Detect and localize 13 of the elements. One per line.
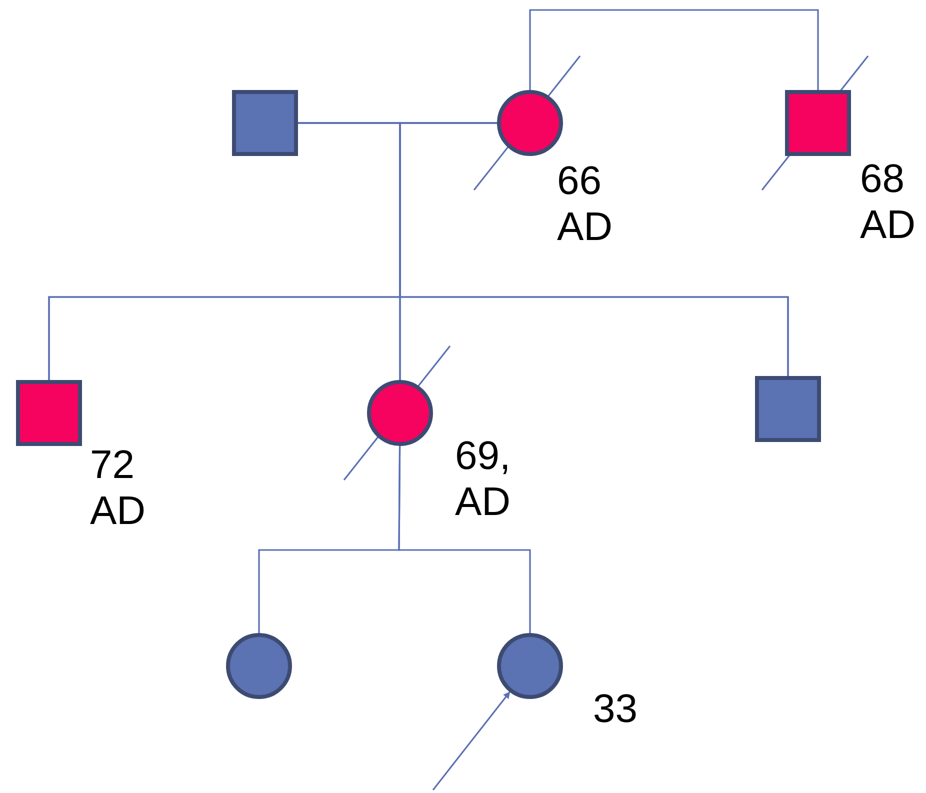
pedigree-line — [399, 122, 789, 376]
deceased-square-symbol — [785, 90, 851, 156]
square-symbol — [232, 90, 298, 156]
age-annotation: 68 AD — [860, 156, 917, 248]
age-annotation: 72 AD — [90, 442, 147, 534]
age-annotation: 66 AD — [557, 158, 614, 250]
square-symbol — [755, 376, 821, 442]
pedigree-line — [529, 9, 819, 90]
age-annotation: 69, AD — [455, 433, 512, 525]
age-annotation: 33 — [593, 686, 638, 732]
square-symbol — [16, 380, 82, 446]
pedigree-line — [398, 446, 531, 633]
proband-arrow — [432, 691, 510, 790]
